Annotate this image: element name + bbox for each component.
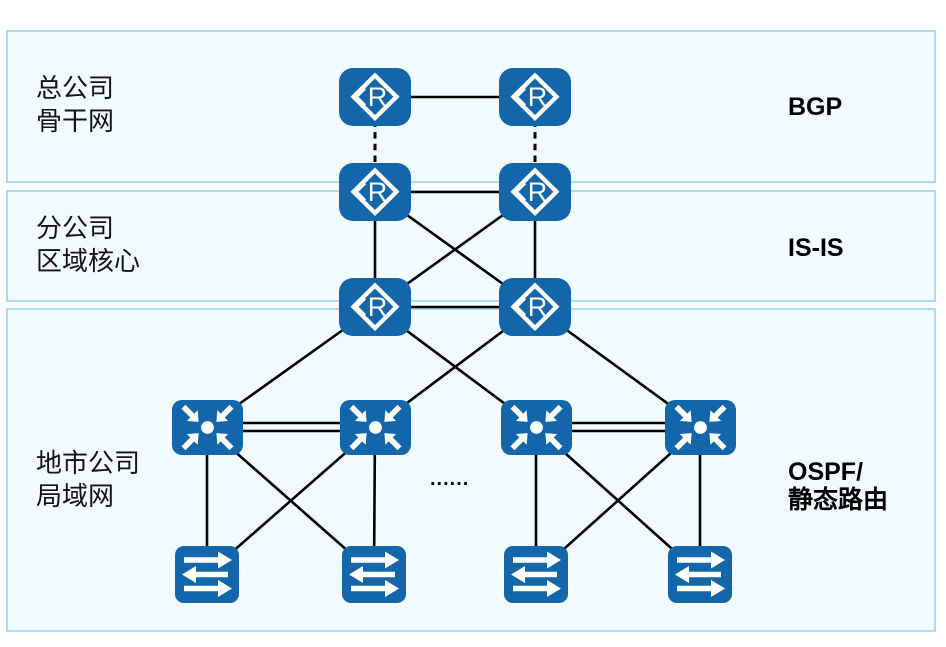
switch-icon — [675, 551, 725, 597]
svg-text:R: R — [368, 177, 388, 207]
svg-text:R: R — [368, 82, 388, 112]
more-sites-ellipsis: ...... — [430, 468, 470, 490]
core-switch-4 — [664, 399, 736, 455]
band-label-headquarters-backbone: 总公司 骨干网 — [36, 72, 114, 138]
protocol-label-ospf-static: OSPF/ 静态路由 — [788, 458, 888, 514]
core-switch-2 — [339, 399, 411, 455]
router-core-2: R — [499, 163, 571, 221]
band-branch-regional-core — [6, 190, 936, 302]
router-icon: R — [510, 282, 560, 332]
band-label-line: 骨干网 — [36, 106, 115, 136]
core-switch-1 — [171, 399, 243, 455]
protocol-line: 静态路由 — [788, 486, 889, 514]
band-label-city-company-lan: 地市公司 局域网 — [36, 447, 140, 513]
access-switch-1 — [175, 545, 239, 603]
protocol-label-isis: IS-IS — [788, 234, 844, 262]
access-switch-3 — [504, 545, 568, 603]
router-core-1: R — [339, 163, 411, 221]
lan-switch-icon — [348, 404, 402, 450]
svg-text:R: R — [528, 292, 548, 322]
access-switch-4 — [668, 545, 732, 603]
band-label-line: 区域核心 — [36, 246, 141, 276]
switch-icon — [349, 551, 399, 597]
protocol-line: BGP — [788, 93, 843, 121]
router-agg-1: R — [339, 278, 411, 336]
protocol-line: OSPF/ — [788, 458, 864, 486]
lan-switch-icon — [180, 404, 234, 450]
access-switch-2 — [342, 545, 406, 603]
band-label-branch-regional-core: 分公司 区域核心 — [36, 212, 140, 278]
router-hq-1: R — [339, 68, 411, 126]
svg-text:R: R — [528, 177, 548, 207]
router-icon: R — [350, 72, 400, 122]
router-icon: R — [350, 282, 400, 332]
protocol-line: IS-IS — [788, 234, 844, 262]
band-headquarters-backbone — [6, 30, 936, 183]
router-agg-2: R — [499, 278, 571, 336]
lan-switch-icon — [509, 404, 563, 450]
router-icon: R — [350, 167, 400, 217]
svg-text:R: R — [528, 82, 548, 112]
lan-switch-icon — [673, 404, 727, 450]
band-label-line: 地市公司 — [36, 448, 141, 478]
router-icon: R — [510, 167, 560, 217]
svg-text:R: R — [368, 292, 388, 322]
core-switch-3 — [500, 399, 572, 455]
band-label-line: 总公司 — [36, 73, 115, 103]
router-icon: R — [510, 72, 560, 122]
router-hq-2: R — [499, 68, 571, 126]
band-label-line: 局域网 — [36, 481, 115, 511]
switch-icon — [511, 551, 561, 597]
band-label-line: 分公司 — [36, 213, 115, 243]
protocol-label-bgp: BGP — [788, 93, 842, 121]
band-city-company-lan — [6, 308, 936, 632]
switch-icon — [182, 551, 232, 597]
